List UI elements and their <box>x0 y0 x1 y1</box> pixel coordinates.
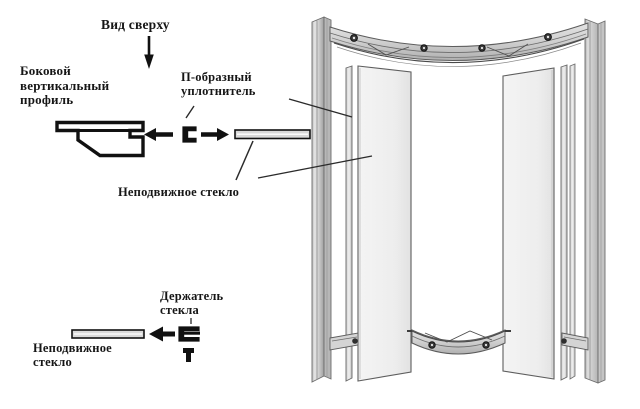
right-vertical-post <box>584 18 606 384</box>
right-door-panel <box>502 67 555 380</box>
holder-bolt-icon <box>183 348 194 362</box>
label-fixed-glass-bottom: Неподвижное стекло <box>33 341 112 369</box>
fixed-glass-panel-shape <box>234 129 311 140</box>
leader-line-fixed-glass-top <box>235 140 254 181</box>
top-rail-rollers <box>350 33 552 52</box>
leader-line-glass-to-enclosure <box>257 155 373 179</box>
label-glass-holder: Держатель стекла <box>160 289 224 317</box>
bottom-left-bracket <box>329 332 359 351</box>
leader-line-seal-to-enclosure <box>288 98 353 118</box>
label-view-from-above: Вид сверху <box>101 17 170 32</box>
holder-detail-section <box>71 318 200 362</box>
top-curved-rail <box>329 22 589 67</box>
fixed-glass-detail-shape <box>71 329 145 339</box>
assembly-arrow-right-icon <box>201 128 229 141</box>
view-direction-arrow-icon <box>144 36 154 69</box>
left-vertical-post <box>311 16 332 383</box>
right-glass-edge-strip <box>560 63 576 381</box>
left-glass-edge-strip <box>345 65 353 382</box>
shower-enclosure-render <box>257 16 606 384</box>
bottom-curved-rail <box>407 329 511 355</box>
leader-line-seal <box>185 105 195 119</box>
assembly-arrow-left-icon <box>144 128 173 141</box>
glass-holder-shape <box>178 326 200 342</box>
holder-assembly-arrow-icon <box>149 326 175 342</box>
u-shaped-seal-shape <box>182 126 197 143</box>
label-fixed-glass-top: Неподвижное стекло <box>118 185 240 199</box>
top-view-section <box>55 36 311 181</box>
side-vertical-profile-shape <box>55 120 145 158</box>
label-u-shaped-seal: П-образный уплотнитель <box>181 70 256 98</box>
left-door-panel <box>357 65 412 382</box>
bottom-rail-rollers <box>428 341 490 349</box>
bottom-right-bracket <box>561 332 589 351</box>
label-side-vertical-profile: Боковой вертикальный профиль <box>20 63 110 108</box>
